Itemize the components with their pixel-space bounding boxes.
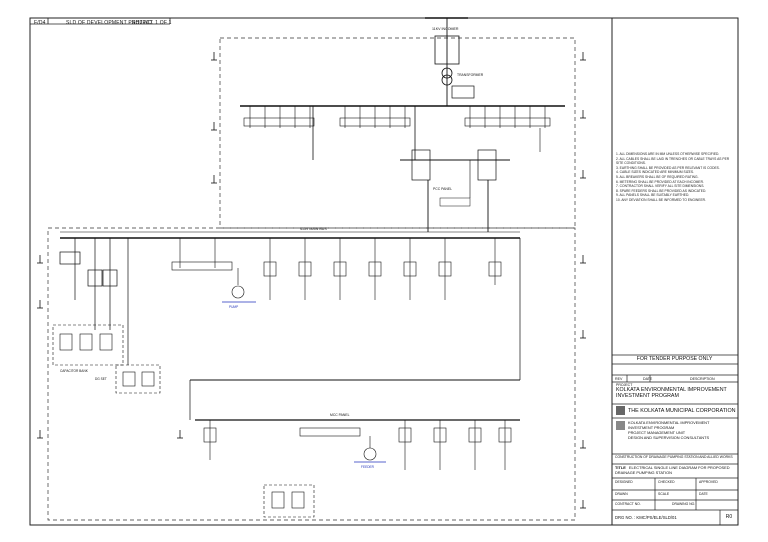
description-col: DESCRIPTION [690,377,715,381]
outer-border [29,17,739,526]
consultant-line-2: INVESTMENT PROGRAM [628,425,675,430]
pump-label: PUMP [229,305,238,309]
title-block-grid [612,354,738,525]
transformer-symbol [441,67,453,79]
ht-incomer-label: 11KV INCOMER [432,27,459,31]
note-8: 8. SPARE FEEDERS SHALL BE PROVIDED AS IN… [616,188,707,193]
checked-field: CHECKED [658,480,675,484]
consultant-line-1: KOLKATA ENVIRONMENTAL IMPROVEMENT [628,420,710,425]
client-name: THE KOLKATA MUNICIPAL CORPORATION [628,408,736,414]
pump-feeders-lower [203,420,512,470]
project-name: KOLKATA ENVIRONMENTAL IMPROVEMENT INVEST… [616,387,727,399]
dg-set-label: DG SET [95,377,107,381]
note-7: 7. CONTRACTOR SHALL VERIFY ALL SITE DIME… [616,184,705,189]
revision-header: REV DATE DESCRIPTION [612,376,737,382]
dg-set-enclosure [115,364,161,394]
earth-symbols [37,52,586,509]
note-4: 4. CABLE SIZES INDICATED ARE MINIMUM SIZ… [616,170,694,175]
revision-number: R0 [725,514,733,520]
note-10: 10. ANY DEVIATION SHALL BE INFORMED TO E… [616,197,706,202]
sheet-number: SHT NO. 1 OF 1 [132,20,172,26]
transformer-label: TRANSFORMER [457,73,484,77]
note-2: 2. ALL CABLES SHALL BE LAID IN TRENCHES … [616,156,730,166]
consultant-line-4: DESIGN AND SUPERVISION CONSULTANTS [628,435,710,440]
mcc-label: MCC PANEL [330,413,350,417]
client-logo [616,406,625,415]
scale-field: SCALE [658,492,670,496]
capacitor-label: CAPACITOR BANK [60,369,89,373]
project-block: PROJECT KOLKATA ENVIRONMENTAL IMPROVEMEN… [616,383,736,399]
upper-bus-feeders [243,106,551,128]
fields-row-1: DESIGNED CHECKED APPROVED [612,479,737,489]
sheet-ref: F/D4 [34,20,46,26]
drawing-number: DRG NO. : KMC/PS/ELE/SLD/01 [615,515,677,520]
drawing-title: ELECTRICAL SINGLE LINE DIAGRAM FOR PROPO… [615,465,730,475]
contract-no-field: CONTRACT NO. [615,502,641,506]
approved-field: APPROVED [699,480,718,484]
consultant-line-3: PROJECT MANAGEMENT UNIT [628,430,686,435]
capacitor-bank-enclosure [52,324,124,366]
note-9: 9. ALL PANELS SHALL BE SUITABLY EARTHED. [616,193,690,198]
upper-substation-enclosure [219,37,576,229]
lt-transformer-right [477,149,497,181]
fields-row-2: DRAWN SCALE DATE [612,491,737,501]
lower-panel-enclosure [47,227,576,521]
drawn-field: DRAWN [615,492,628,496]
note-6: 6. METERING SHALL BE PROVIDED AT EACH IN… [616,179,704,184]
project-label: PROJECT [616,383,633,387]
legend-notes: 1. ALL DIMENSIONS ARE IN MM UNLESS OTHER… [616,152,734,203]
contract-description: CONSTRUCTION OF DRAINAGE PUMPING STATION… [615,455,733,459]
main-bus-label: 415V MAIN BUS [300,227,327,231]
note-1: 1. ALL DIMENSIONS ARE IN MM UNLESS OTHER… [616,152,720,156]
note-5: 5. ALL BREAKERS SHALL BE OF REQUIRED RAT… [616,174,699,179]
ht-incomer-panel [434,35,460,65]
fields-row-3: CONTRACT NO. DRAWING NO. [612,501,737,511]
drawing-no-field: DRAWING NO. [672,502,696,506]
consultant-block: KOLKATA ENVIRONMENTAL IMPROVEMENT INVEST… [628,420,736,440]
drawing-title-block: TITLE ELECTRICAL SINGLE LINE DIAGRAM FOR… [615,465,735,475]
lt-transformer-left [411,149,431,181]
consultant-logo [616,421,625,430]
date-field: DATE [699,492,708,496]
purpose-stamp: FOR TENDER PURPOSE ONLY [636,356,713,362]
date-col: DATE [643,377,653,381]
pcc-label: PCC PANEL [433,187,452,191]
drawing-title-code: TITLE [615,465,626,470]
note-3: 3. EARTHING SHALL BE PROVIDED AS PER REL… [616,165,720,170]
rev-col: REV [615,377,623,381]
designed-field: DESIGNED [615,480,633,484]
feeder-label: FEEDER [361,465,375,469]
pump-feeders-upper [171,238,502,300]
bottom-dg-enclosure [263,484,315,518]
drawing-label: SLD OF DEVELOPMENT PROJECT [66,20,154,26]
left-incomer-feeders [59,238,129,365]
